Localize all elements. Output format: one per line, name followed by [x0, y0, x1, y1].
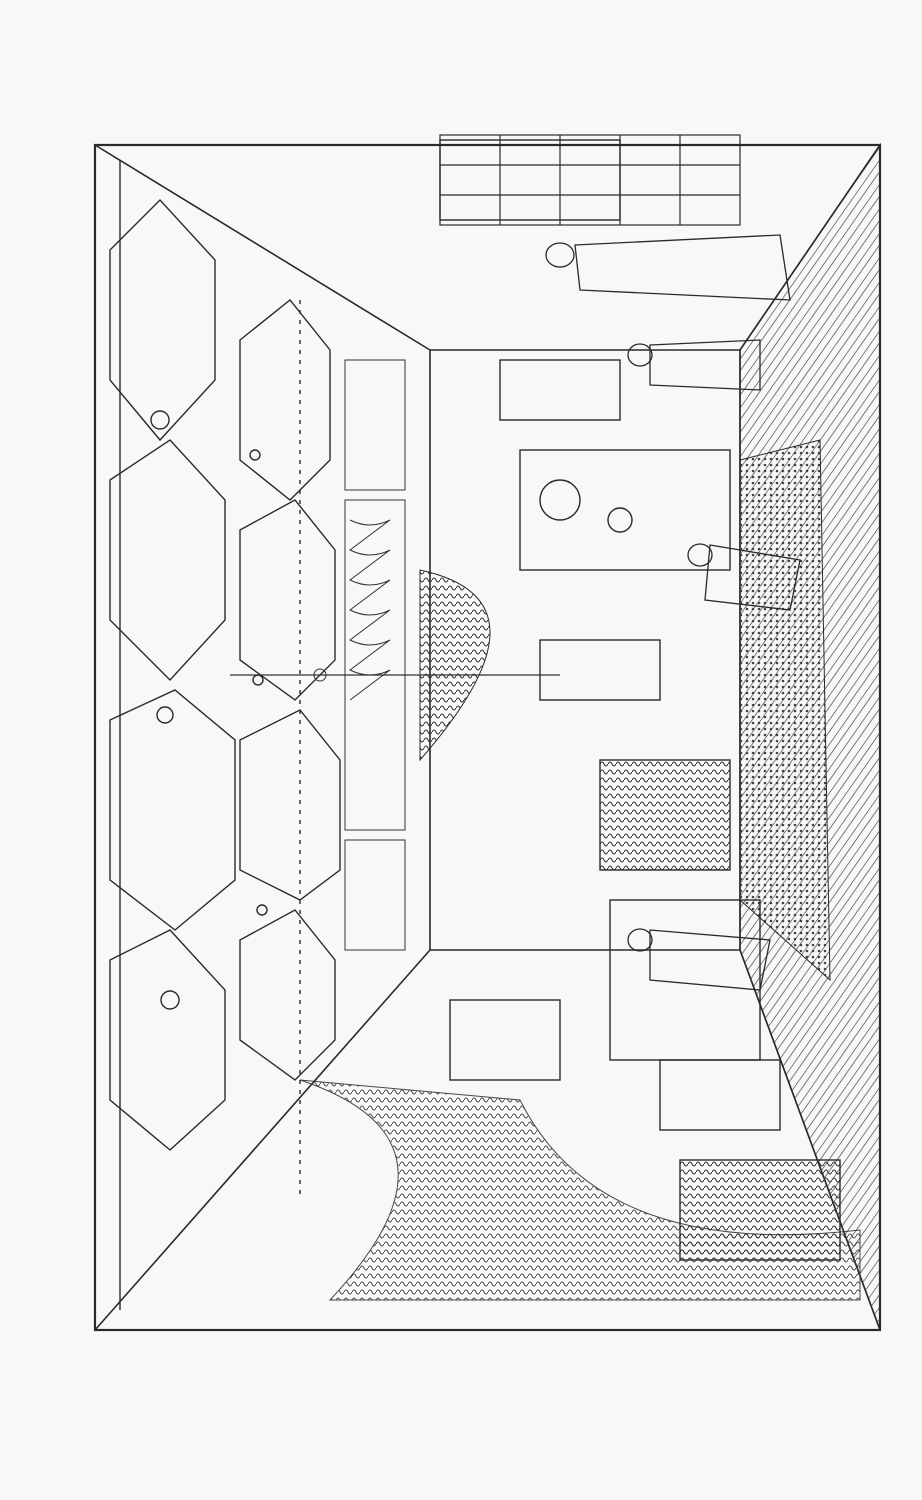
- carpet: [739, 439, 831, 982]
- ceiling-panels: [109, 160, 341, 1310]
- frieze: [344, 359, 406, 951]
- curtain-left: [419, 569, 491, 762]
- curtain-bottom: [299, 1079, 861, 1301]
- window: [439, 134, 741, 226]
- figures: [545, 234, 801, 991]
- furniture: [439, 139, 841, 1261]
